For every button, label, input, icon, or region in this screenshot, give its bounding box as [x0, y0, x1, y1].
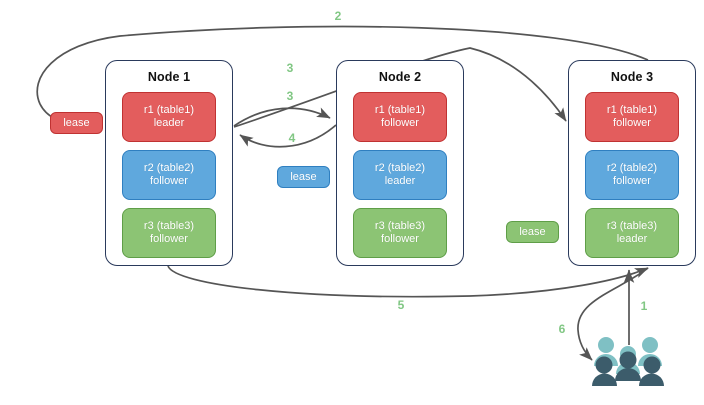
- range-name: r3 (table3): [374, 219, 426, 232]
- range-role: follower: [150, 233, 188, 245]
- range-r1[interactable]: r1 (table1) leader: [122, 92, 216, 142]
- range-name: r1 (table1): [143, 103, 195, 116]
- edge-6-path: [577, 267, 649, 361]
- range-role: follower: [381, 233, 419, 245]
- range-r2[interactable]: r2 (table2) follower: [122, 150, 216, 200]
- node-card-3[interactable]: Node 3 r1 (table1) follower r2 (table2) …: [568, 60, 696, 266]
- lease-badge-r2[interactable]: lease: [277, 166, 330, 188]
- range-name: r2 (table2): [143, 161, 195, 174]
- edge-3-to-node3-path: [233, 47, 567, 128]
- node-card-1[interactable]: Node 1 r1 (table1) leader r2 (table2) fo…: [105, 60, 233, 266]
- node-title: Node 1: [147, 70, 191, 84]
- range-role: follower: [613, 117, 651, 129]
- users-group-icon: [592, 334, 664, 386]
- edge-3-to-node2-path: [233, 107, 331, 127]
- node-title: Node 3: [610, 70, 654, 84]
- edge-label-6: 6: [558, 322, 566, 336]
- range-role: leader: [153, 117, 185, 129]
- range-role: follower: [381, 117, 419, 129]
- edge-label-1: 1: [640, 299, 648, 313]
- node-title: Node 2: [378, 70, 422, 84]
- range-role: follower: [613, 175, 651, 187]
- range-role: follower: [150, 175, 188, 187]
- range-r1[interactable]: r1 (table1) follower: [353, 92, 447, 142]
- range-r3[interactable]: r3 (table3) follower: [353, 208, 447, 258]
- edge-2-path: [36, 25, 649, 129]
- lease-badge-r1[interactable]: lease: [50, 112, 103, 134]
- range-name: r2 (table2): [606, 161, 658, 174]
- range-name: r1 (table1): [374, 103, 426, 116]
- range-name: r2 (table2): [374, 161, 426, 174]
- lease-label: lease: [63, 117, 90, 129]
- edge-label-2: 2: [334, 9, 342, 23]
- range-role: leader: [616, 233, 648, 245]
- node-card-2[interactable]: Node 2 r1 (table1) follower r2 (table2) …: [336, 60, 464, 266]
- edge-label-4: 4: [288, 131, 296, 145]
- range-r2[interactable]: r2 (table2) leader: [353, 150, 447, 200]
- edge-label-5: 5: [397, 298, 405, 312]
- edge-label-3-lower: 3: [286, 89, 294, 103]
- range-r3[interactable]: r3 (table3) follower: [122, 208, 216, 258]
- range-name: r1 (table1): [606, 103, 658, 116]
- range-r1[interactable]: r1 (table1) follower: [585, 92, 679, 142]
- range-name: r3 (table3): [606, 219, 658, 232]
- range-name: r3 (table3): [143, 219, 195, 232]
- lease-badge-r3[interactable]: lease: [506, 221, 559, 243]
- edge-4-path: [239, 124, 337, 148]
- range-r3[interactable]: r3 (table3) leader: [585, 208, 679, 258]
- lease-label: lease: [519, 226, 546, 238]
- range-role: leader: [384, 175, 416, 187]
- edge-5-path: [167, 265, 649, 298]
- lease-label: lease: [290, 171, 317, 183]
- range-r2[interactable]: r2 (table2) follower: [585, 150, 679, 200]
- edge-label-3-upper: 3: [286, 61, 294, 75]
